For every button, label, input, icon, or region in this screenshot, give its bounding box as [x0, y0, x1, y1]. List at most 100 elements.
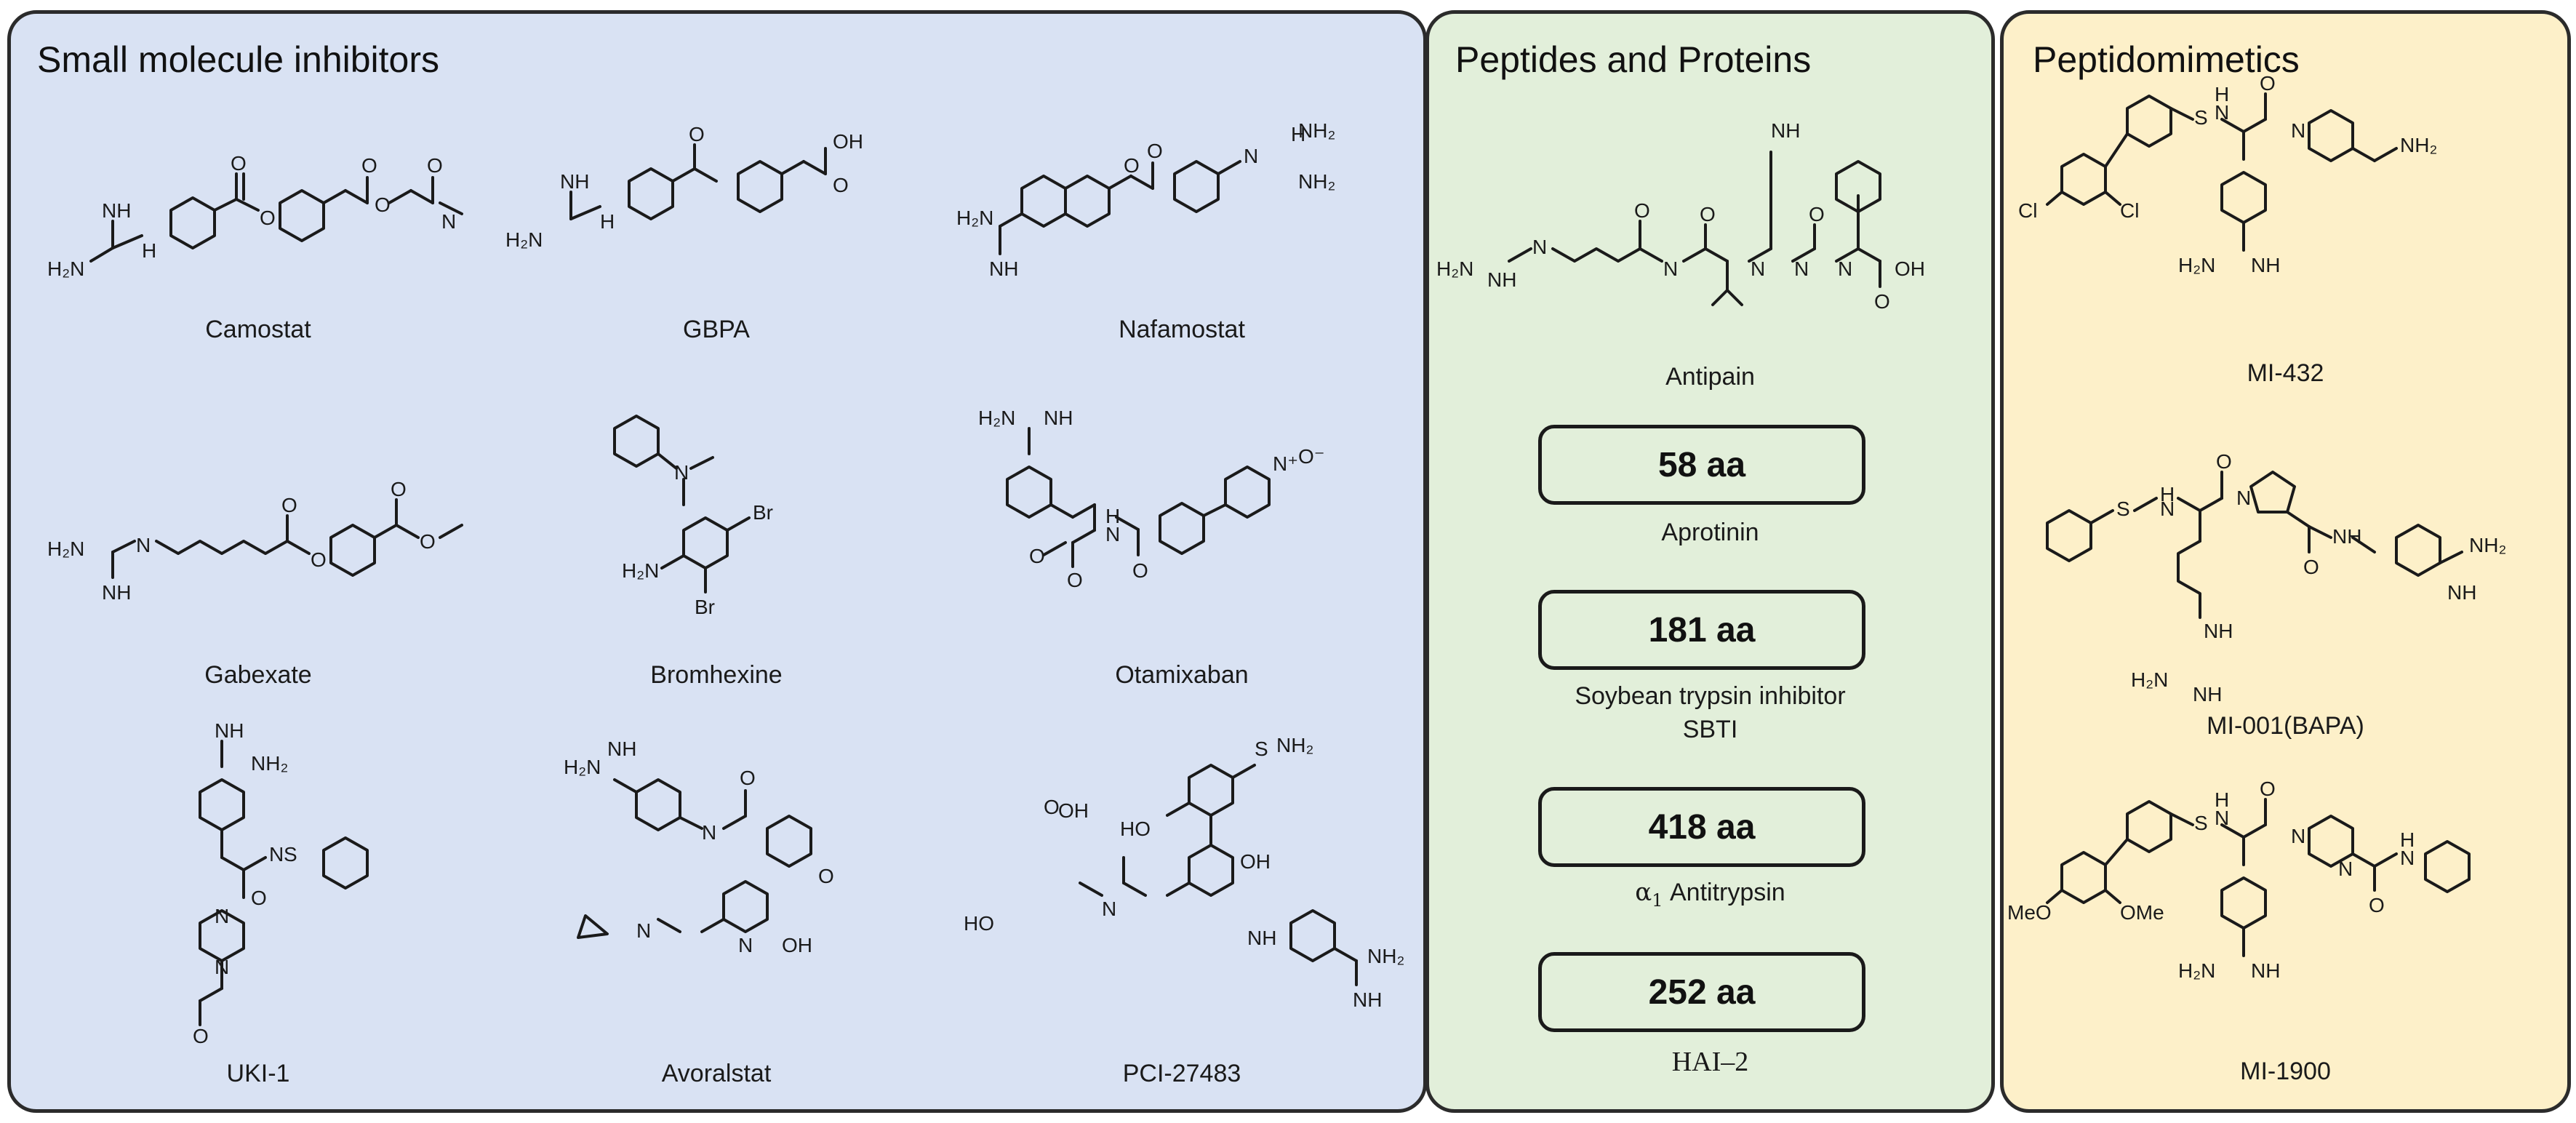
protein-name-line: SBTI	[1682, 716, 1738, 743]
atom-label: NH	[2251, 254, 2280, 276]
atom-label: N	[738, 934, 753, 956]
compound-antipain: H₂N NH N O N O N NH N O N O OH Antipain	[1429, 94, 1991, 407]
structure-mi-432: Cl Cl S H N O N NH₂ H₂N NH	[2018, 72, 2437, 276]
compound-name: Avoralstat	[661, 1060, 772, 1087]
atom-label: N	[2291, 119, 2305, 142]
compound-nafamostat: H₂N NH O O N H NH₂ NH₂ Nafamostat	[949, 94, 1415, 363]
structure-gbpa: NH H₂N H O OH O	[505, 123, 863, 251]
atom-label: OH	[1058, 799, 1089, 822]
atom-label: NH	[2332, 525, 2361, 548]
atom-label: O	[251, 887, 267, 909]
atom-label: NH₂	[2400, 134, 2437, 156]
atom-label: NH	[2447, 581, 2476, 604]
atom-label: H₂N	[505, 228, 543, 251]
atom-label: N	[215, 905, 229, 927]
compound-bromhexine: N Br Br H₂N Bromhexine	[491, 385, 942, 712]
atom-label: O	[818, 865, 834, 887]
compound-mi-432: Cl Cl S H N O N NH₂ H₂N NH MI-432	[2004, 72, 2567, 421]
atom-label: NH₂	[2469, 534, 2506, 556]
atom-label: O	[1044, 796, 1060, 818]
atom-label: O	[1700, 203, 1716, 225]
atom-label: O	[361, 154, 377, 177]
atom-label: NH	[1353, 988, 1382, 1011]
atom-label: O	[260, 207, 276, 229]
compound-name: Nafamostat	[1119, 316, 1245, 343]
atom-label: N	[1532, 236, 1547, 258]
atom-label: O	[281, 494, 297, 516]
atom-label: N	[2338, 858, 2353, 880]
atom-label: H₂N	[47, 257, 84, 280]
small-molecule-panel: Small molecule inhibitors NH H₂N H O O O	[7, 10, 1427, 1113]
atom-label: O	[1809, 203, 1825, 225]
atom-label: O⁻	[1298, 445, 1325, 468]
protein-name: HAI–2	[1671, 1047, 1749, 1077]
atom-label: O	[2369, 894, 2385, 916]
atom-label: N	[1838, 257, 1852, 280]
atom-label: NH	[560, 170, 589, 193]
atom-label: N	[674, 461, 689, 484]
atom-label: NH₂	[1276, 734, 1313, 756]
compound-gabexate: H₂N NH N O O O O Gabexate	[33, 421, 484, 712]
atom-label: NH₂	[1298, 119, 1335, 142]
atom-label: NH₂	[1298, 170, 1335, 193]
atom-label: N	[269, 843, 284, 866]
atom-label: N	[136, 534, 151, 556]
atom-label: O	[689, 123, 705, 145]
atom-label: O	[740, 767, 756, 789]
compound-name: Otamixaban	[1115, 661, 1249, 689]
atom-label: H	[1291, 123, 1305, 145]
atom-label: O	[375, 193, 391, 216]
structure-gabexate: H₂N NH N O O O O	[47, 478, 463, 604]
alpha-symbol: α	[1635, 878, 1652, 907]
atom-label: MeO	[2007, 901, 2052, 924]
atom-label: NH₂	[1367, 945, 1404, 967]
structure-avoralstat: H₂N NH N O O N OH N	[564, 738, 834, 956]
compound-name: Antipain	[1665, 363, 1755, 391]
compound-name: Gabexate	[204, 661, 312, 689]
atom-label: S	[2116, 497, 2130, 520]
structure-otamixaban: H₂N NH O O H N O N⁺ O⁻	[978, 407, 1325, 591]
compound-mi-1900: MeO OMe S H N O N N O H N H₂N NH MI-1900	[2004, 778, 2567, 1105]
atom-label: N	[2215, 101, 2229, 124]
atom-label: S	[284, 843, 297, 866]
atom-label: NH	[2193, 683, 2222, 706]
panel-title-peptidomimetics: Peptidomimetics	[2033, 39, 2300, 80]
structure-mi-1900: MeO OMe S H N O N N O H N H₂N NH	[2007, 778, 2471, 982]
compound-camostat: NH H₂N H O O O O O N Camostat	[33, 94, 484, 363]
atom-label: O	[311, 548, 327, 571]
atom-label: O	[1147, 140, 1163, 162]
atom-label: Cl	[2120, 199, 2139, 222]
alpha-subscript: 1	[1652, 890, 1663, 911]
atom-label: NH	[607, 738, 636, 760]
atom-label: N	[1663, 257, 1678, 280]
atom-label: O	[1874, 290, 1890, 313]
atom-label: O	[1067, 569, 1083, 591]
protein-length-box: 58 aa	[1538, 425, 1865, 505]
structure-antipain: H₂N NH N O N O N NH N O N O OH	[1436, 119, 1925, 313]
atom-label: NH₂	[251, 752, 288, 775]
atom-label: Br	[695, 596, 715, 618]
atom-label: O	[1634, 199, 1650, 222]
atom-label: N	[702, 821, 716, 844]
atom-label: H	[2400, 828, 2415, 851]
atom-label: N	[2291, 825, 2305, 847]
compound-name: MI-432	[2247, 359, 2324, 387]
atom-label: N	[2215, 807, 2229, 829]
atom-label: O	[2303, 556, 2319, 578]
panel-title-peptides: Peptides and Proteins	[1455, 39, 1812, 80]
compound-uki-1: NH NH₂ N S O N N O UKI-1	[33, 712, 484, 1119]
compound-name: GBPA	[683, 316, 750, 343]
structure-mi-001: S H N O N O NH NH H₂N NH NH₂ NH	[2046, 450, 2506, 706]
atom-label: N	[1102, 898, 1116, 920]
atom-label: NH	[1044, 407, 1073, 429]
atom-label: O	[2260, 72, 2276, 95]
atom-label: NH	[2204, 620, 2233, 642]
atom-label: O	[833, 174, 849, 196]
atom-label: O	[1029, 545, 1045, 567]
protein-length-box: 252 aa	[1538, 952, 1865, 1032]
atom-label: OH	[833, 130, 863, 153]
compound-otamixaban: H₂N NH O O H N O N⁺ O⁻ Otamixaban	[949, 385, 1415, 712]
structure-bromhexine: N Br Br H₂N	[613, 415, 773, 618]
peptidomimetics-panel: Peptidomimetics Cl Cl S H N O N NH₂	[2000, 10, 2571, 1113]
atom-label: H	[2215, 83, 2229, 105]
